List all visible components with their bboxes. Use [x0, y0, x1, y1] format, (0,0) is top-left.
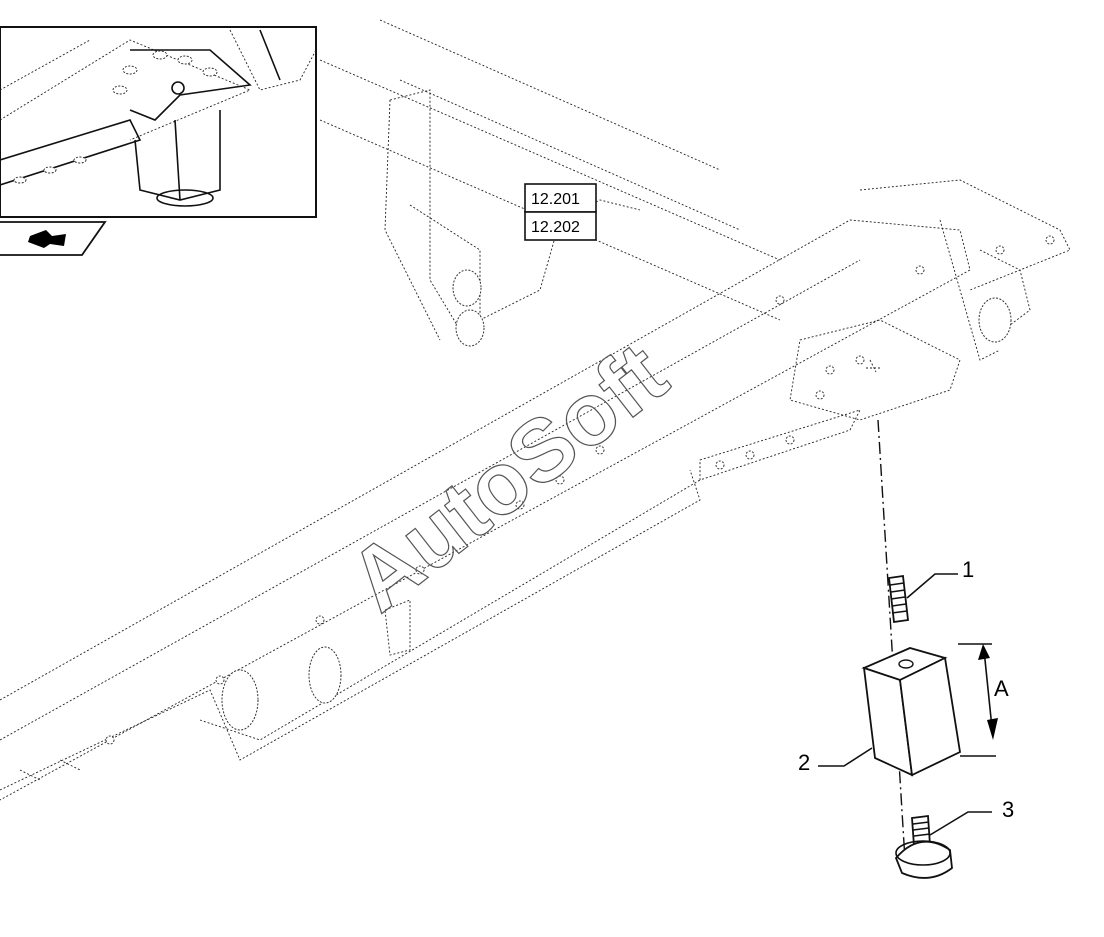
chassis-frame: [0, 19, 1071, 801]
dimension-a: [958, 643, 998, 757]
leader-line-1: [906, 573, 958, 599]
leader-line-2: [818, 747, 873, 767]
rubber-block-part[interactable]: [861, 647, 961, 777]
center-line: [877, 419, 906, 861]
reference-lower-text: 12.202: [531, 219, 580, 236]
return-arrow-icon: [28, 230, 66, 248]
stud-part[interactable]: [888, 574, 909, 624]
callout-a: A: [994, 676, 1009, 701]
foot-part[interactable]: [894, 814, 953, 879]
reference-box-lower[interactable]: 12.202: [524, 211, 597, 241]
inset-detail: [0, 26, 317, 218]
callout-1: 1: [962, 557, 974, 582]
reference-box-upper[interactable]: 12.201: [524, 183, 597, 213]
return-tab[interactable]: [0, 221, 107, 256]
callout-3: 3: [1002, 797, 1014, 822]
leader-line-3: [929, 811, 992, 836]
watermark-text: AutoSoft: [331, 323, 685, 630]
callout-2: 2: [798, 750, 810, 775]
reference-upper-text: 12.201: [531, 191, 580, 208]
